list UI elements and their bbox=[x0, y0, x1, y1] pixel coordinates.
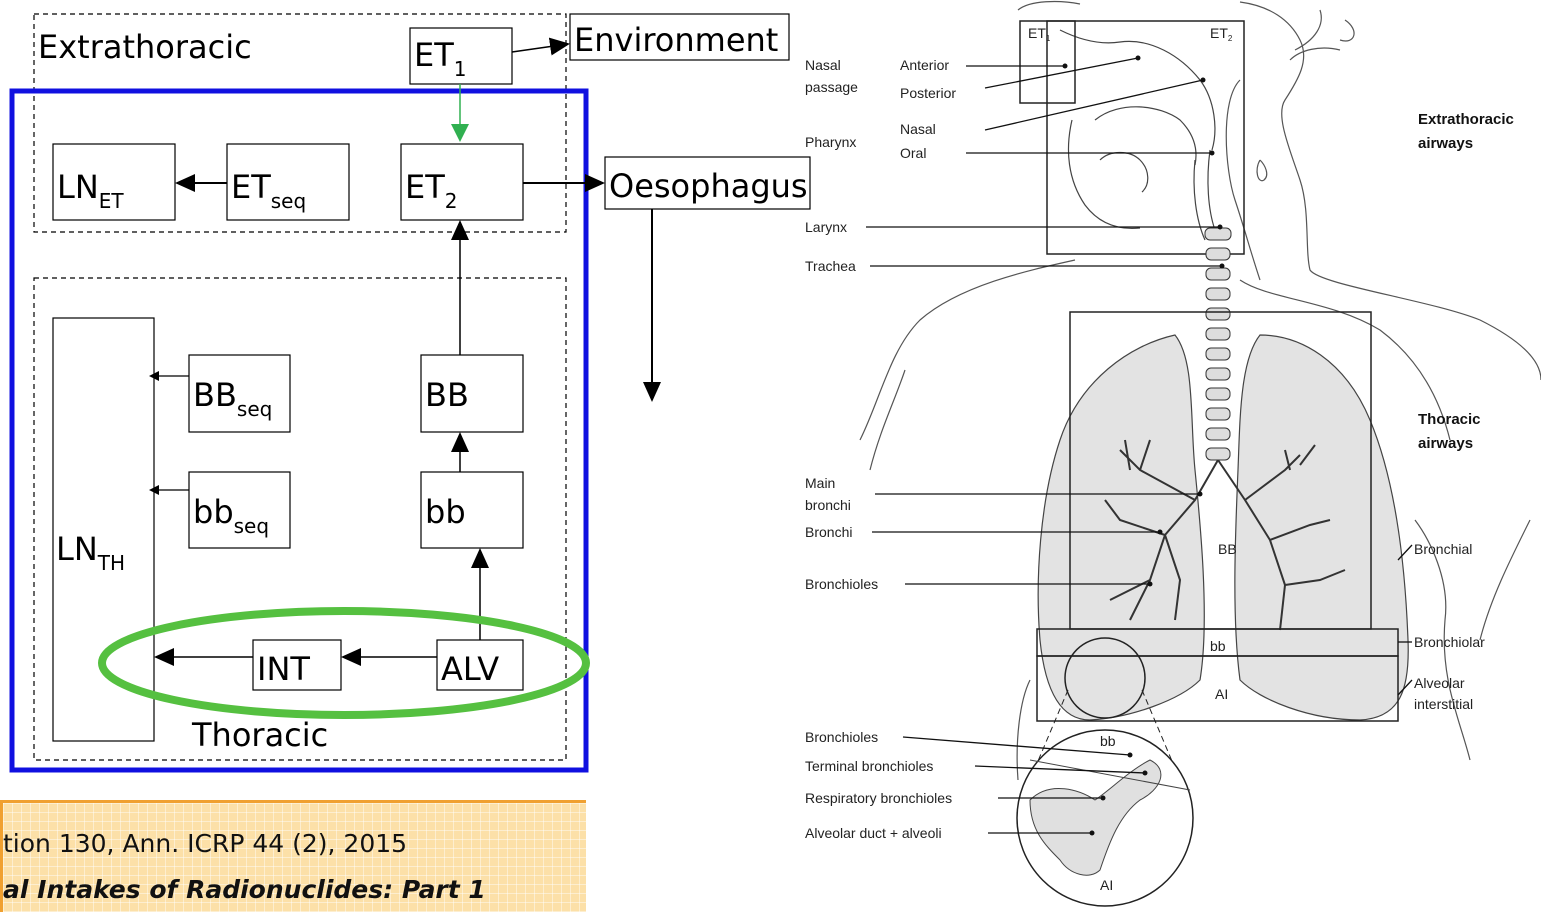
label-nasal-passage-2: passage bbox=[805, 79, 858, 95]
et2-region-box bbox=[1046, 20, 1245, 255]
label-thoracic-airways-2: airways bbox=[1418, 435, 1473, 452]
compartment-model: Extrathoracic Thoracic ET1 Environment L… bbox=[9, 13, 811, 773]
bb-region-label: BB bbox=[1218, 541, 1237, 557]
label-trachea: Trachea bbox=[805, 258, 856, 274]
trachea-drawing bbox=[1204, 227, 1232, 461]
bb-small-box bbox=[420, 471, 524, 549]
head-airway-lines bbox=[1059, 29, 1216, 241]
environment-label: Environment bbox=[574, 21, 778, 59]
bb-seq-text: BBseq bbox=[193, 376, 272, 421]
thoracic-label: Thoracic bbox=[191, 716, 328, 754]
et2-box bbox=[400, 143, 524, 221]
oesophagus-label: Oesophagus bbox=[609, 167, 808, 205]
bb-seq-box bbox=[188, 354, 291, 433]
label-larynx: Larynx bbox=[805, 219, 847, 235]
oesophagus-box bbox=[604, 156, 811, 210]
leader-lines bbox=[866, 57, 1413, 834]
label-extrathoracic-airways-2: airways bbox=[1418, 135, 1473, 152]
label-bronchiolar: Bronchiolar bbox=[1414, 634, 1485, 650]
bronchial-tree bbox=[1104, 439, 1346, 631]
bb-small-seq-box bbox=[188, 471, 291, 549]
reference-citation: tion 130, Ann. ICRP 44 (2), 2015 bbox=[3, 829, 408, 858]
et-seq-box bbox=[226, 143, 350, 221]
bb-small-region-label: bb bbox=[1210, 638, 1226, 654]
inset-airway bbox=[1029, 759, 1162, 876]
label-alveolar-2: interstitial bbox=[1414, 696, 1473, 712]
inset-ai-label: AI bbox=[1100, 877, 1113, 893]
label-respiratory-bronchioles: Respiratory bronchioles bbox=[805, 790, 952, 806]
thoracic-airways-frame bbox=[9, 88, 589, 773]
extrathoracic-label: Extrathoracic bbox=[38, 28, 252, 66]
thoracic-region-outline bbox=[33, 277, 567, 761]
leader-dots bbox=[1062, 55, 1225, 836]
label-posterior: Posterior bbox=[900, 85, 956, 101]
alveolar-region-box bbox=[1036, 655, 1399, 722]
ln-th-text: LNTH bbox=[56, 530, 125, 575]
label-alveolar-duct: Alveolar duct + alveoli bbox=[805, 825, 942, 841]
label-bronchioles: Bronchioles bbox=[805, 576, 878, 592]
et2-text: ET2 bbox=[405, 168, 458, 213]
label-pharynx: Pharynx bbox=[805, 134, 856, 150]
label-extrathoracic-airways-1: Extrathoracic bbox=[1418, 111, 1514, 128]
et2-region-label: ET2 bbox=[1210, 25, 1233, 43]
inset-bb-label: bb bbox=[1100, 733, 1116, 749]
right-lung bbox=[1234, 334, 1409, 721]
extrathoracic-region-outline bbox=[33, 13, 567, 233]
label-bronchioles-inset: Bronchioles bbox=[805, 729, 878, 745]
bb-box bbox=[420, 354, 524, 433]
ln-et-box bbox=[52, 143, 176, 221]
et1-box bbox=[409, 27, 513, 85]
left-lung bbox=[1037, 334, 1205, 721]
label-oral: Oral bbox=[900, 145, 926, 161]
label-nasal-passage-1: Nasal bbox=[805, 57, 841, 73]
reference-title: al Intakes of Radionuclides: Part 1 bbox=[3, 875, 486, 904]
bb-small-seq-text: bbseq bbox=[193, 493, 269, 538]
alv-text: ALV bbox=[441, 650, 499, 688]
et-seq-text: ETseq bbox=[231, 168, 306, 213]
label-anterior: Anterior bbox=[900, 57, 949, 73]
reference-box: tion 130, Ann. ICRP 44 (2), 2015 al Inta… bbox=[0, 800, 586, 912]
alv-box bbox=[436, 639, 524, 691]
inset-divider bbox=[1029, 759, 1191, 791]
label-alveolar-1: Alveolar bbox=[1414, 675, 1465, 691]
et1-region-label: ET1 bbox=[1028, 25, 1051, 43]
et1-to-environment-arrow bbox=[511, 37, 570, 56]
int-text: INT bbox=[257, 650, 310, 688]
alveolar-highlight-ellipse bbox=[98, 607, 590, 719]
magnifier-circle bbox=[1064, 637, 1146, 719]
ai-region-label: AI bbox=[1215, 686, 1228, 702]
label-main-bronchi-1: Main bbox=[805, 475, 835, 491]
label-nasal: Nasal bbox=[900, 121, 936, 137]
label-thoracic-airways-1: Thoracic bbox=[1418, 411, 1481, 428]
environment-box bbox=[569, 13, 790, 61]
label-main-bronchi-2: bronchi bbox=[805, 497, 851, 513]
bb-small-text: bb bbox=[425, 493, 466, 531]
bb-text: BB bbox=[425, 376, 469, 414]
label-bronchi: Bronchi bbox=[805, 524, 852, 540]
label-bronchial: Bronchial bbox=[1414, 541, 1472, 557]
body-outline bbox=[859, 0, 1541, 781]
et1-text: ET1 bbox=[414, 36, 467, 81]
label-terminal-bronchioles: Terminal bronchioles bbox=[805, 758, 933, 774]
ln-et-text: LNET bbox=[57, 168, 124, 213]
anatomy-drawing: ET1 ET2 bbox=[805, 0, 1541, 907]
